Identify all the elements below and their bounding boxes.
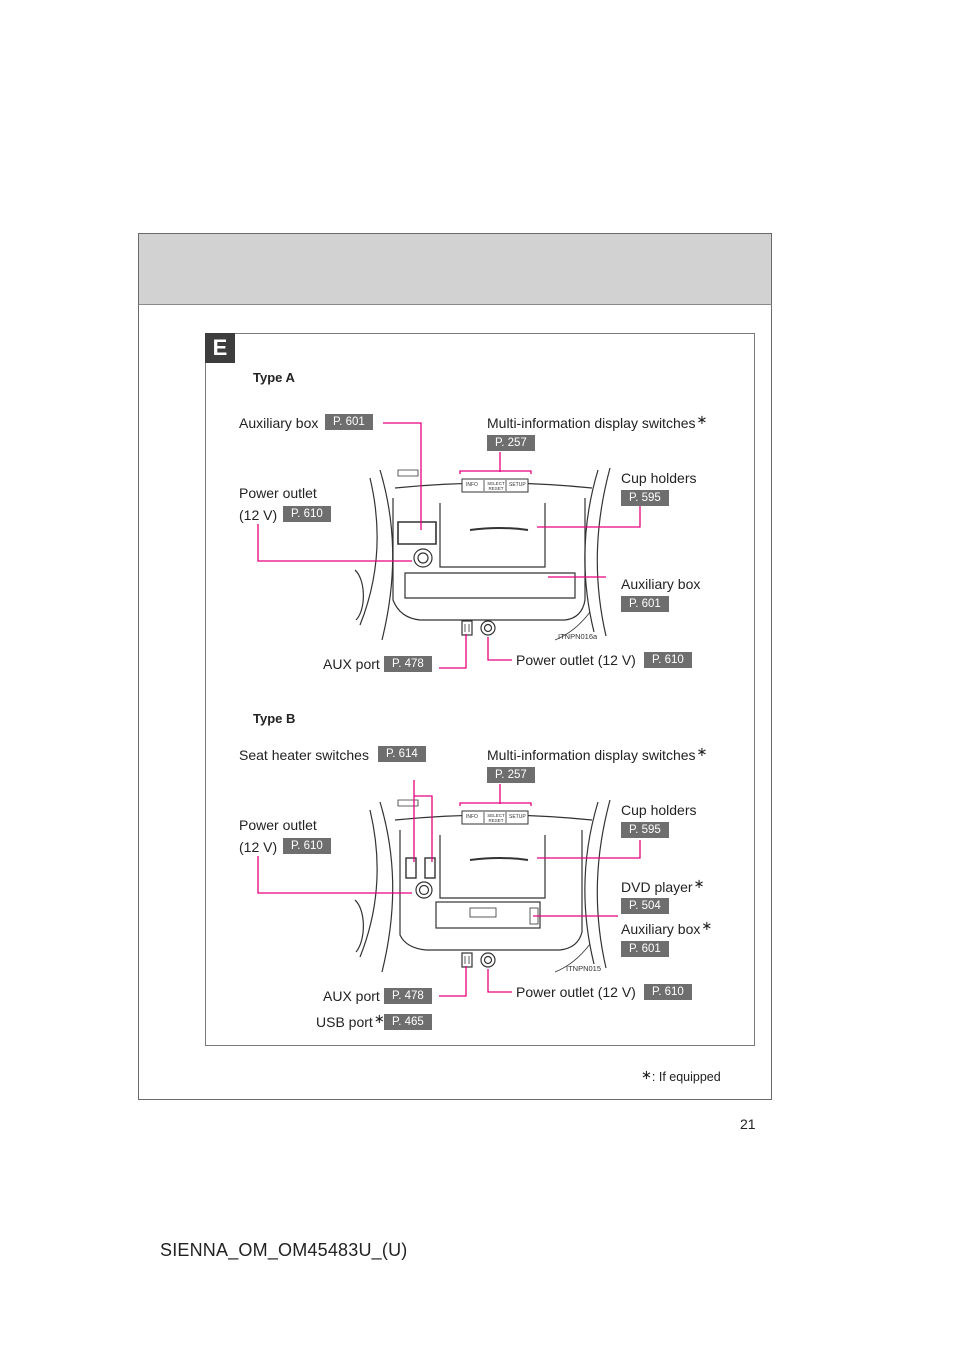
type-b-switch-panel: [461, 810, 529, 825]
callout-lines: [257, 422, 641, 997]
type-a-cup-holders-page[interactable]: P. 595: [621, 490, 669, 506]
type-a-power-outlet-bottom-page[interactable]: P. 610: [644, 652, 692, 668]
type-a-image-code: ITNPN016a: [558, 632, 598, 641]
type-a-title: Type A: [253, 370, 295, 385]
type-a-auxiliary-box-right-label: Auxiliary box: [621, 576, 701, 592]
type-a-aux-port-page[interactable]: P. 478: [384, 656, 432, 672]
type-b-btn-setup: SETUP: [509, 814, 526, 820]
type-b-aux-port-label: AUX port: [323, 988, 380, 1004]
console-type-a: [354, 467, 611, 641]
header-band: [138, 233, 772, 305]
type-b-usb-port-label: USB port∗: [316, 1011, 385, 1030]
type-a-btn-select: SELECT RESET: [487, 481, 505, 491]
type-a-auxiliary-box-top-page[interactable]: P. 601: [325, 414, 373, 430]
type-a-auxiliary-box-top-label: Auxiliary box: [239, 415, 319, 431]
footnote: ∗: If equipped: [641, 1067, 721, 1084]
type-b-power-outlet-left-line2: (12 V): [239, 839, 278, 855]
asterisk-icon: ∗: [641, 1067, 652, 1082]
type-a-btn-setup: SETUP: [509, 482, 526, 488]
asterisk-icon: ∗: [696, 412, 708, 427]
type-b-power-outlet-left-line1: Power outlet: [239, 817, 317, 833]
type-b-btn-select: SELECT RESET: [487, 813, 505, 823]
console-type-b: [354, 799, 611, 973]
illustration-box: [205, 333, 755, 1046]
type-b-power-outlet-left-page[interactable]: P. 610: [283, 838, 331, 854]
type-b-power-outlet-bottom-label: Power outlet (12 V): [516, 984, 636, 1000]
type-b-btn-info: INFO: [466, 814, 478, 820]
type-b-multi-info-label: Multi-information display switches∗: [487, 744, 708, 763]
type-b-aux-port-page[interactable]: P. 478: [384, 988, 432, 1004]
type-a-multi-info-page[interactable]: P. 257: [487, 435, 535, 451]
type-a-multi-info-label: Multi-information display switches∗: [487, 412, 708, 431]
type-b-multi-info-page[interactable]: P. 257: [487, 767, 535, 783]
type-b-seat-heater-label: Seat heater switches: [239, 747, 369, 763]
type-b-dvd-player-page[interactable]: P. 504: [621, 898, 669, 914]
type-b-cup-holders-label: Cup holders: [621, 802, 697, 818]
type-a-power-outlet-bottom-label: Power outlet (12 V): [516, 652, 636, 668]
type-b-cup-holders-page[interactable]: P. 595: [621, 822, 669, 838]
type-a-auxiliary-box-right-page[interactable]: P. 601: [621, 596, 669, 612]
type-a-cup-holders-label: Cup holders: [621, 470, 697, 486]
page-number: 21: [740, 1116, 756, 1132]
type-b-seat-heater-page[interactable]: P. 614: [378, 746, 426, 762]
type-b-usb-port-page[interactable]: P. 465: [384, 1014, 432, 1030]
type-b-title: Type B: [253, 711, 296, 726]
asterisk-icon: ∗: [693, 876, 705, 891]
asterisk-icon: ∗: [696, 744, 708, 759]
type-b-dvd-player-label: DVD player∗: [621, 876, 705, 895]
type-a-btn-info: INFO: [466, 482, 478, 488]
document-id: SIENNA_OM_OM45483U_(U): [160, 1240, 408, 1260]
type-a-power-outlet-left-line1: Power outlet: [239, 485, 317, 501]
type-a-power-outlet-left-line2: (12 V): [239, 507, 278, 523]
section-letter: E: [205, 333, 235, 363]
type-b-auxiliary-box-page[interactable]: P. 601: [621, 941, 669, 957]
type-b-auxiliary-box-label: Auxiliary box∗: [621, 918, 713, 937]
asterisk-icon: ∗: [373, 1011, 385, 1026]
type-b-power-outlet-bottom-page[interactable]: P. 610: [644, 984, 692, 1000]
type-b-image-code: ITNPN015: [566, 964, 602, 973]
type-a-aux-port-label: AUX port: [323, 656, 380, 672]
type-a-power-outlet-left-page[interactable]: P. 610: [283, 506, 331, 522]
asterisk-icon: ∗: [701, 918, 713, 933]
type-a-switch-panel: [461, 478, 529, 493]
